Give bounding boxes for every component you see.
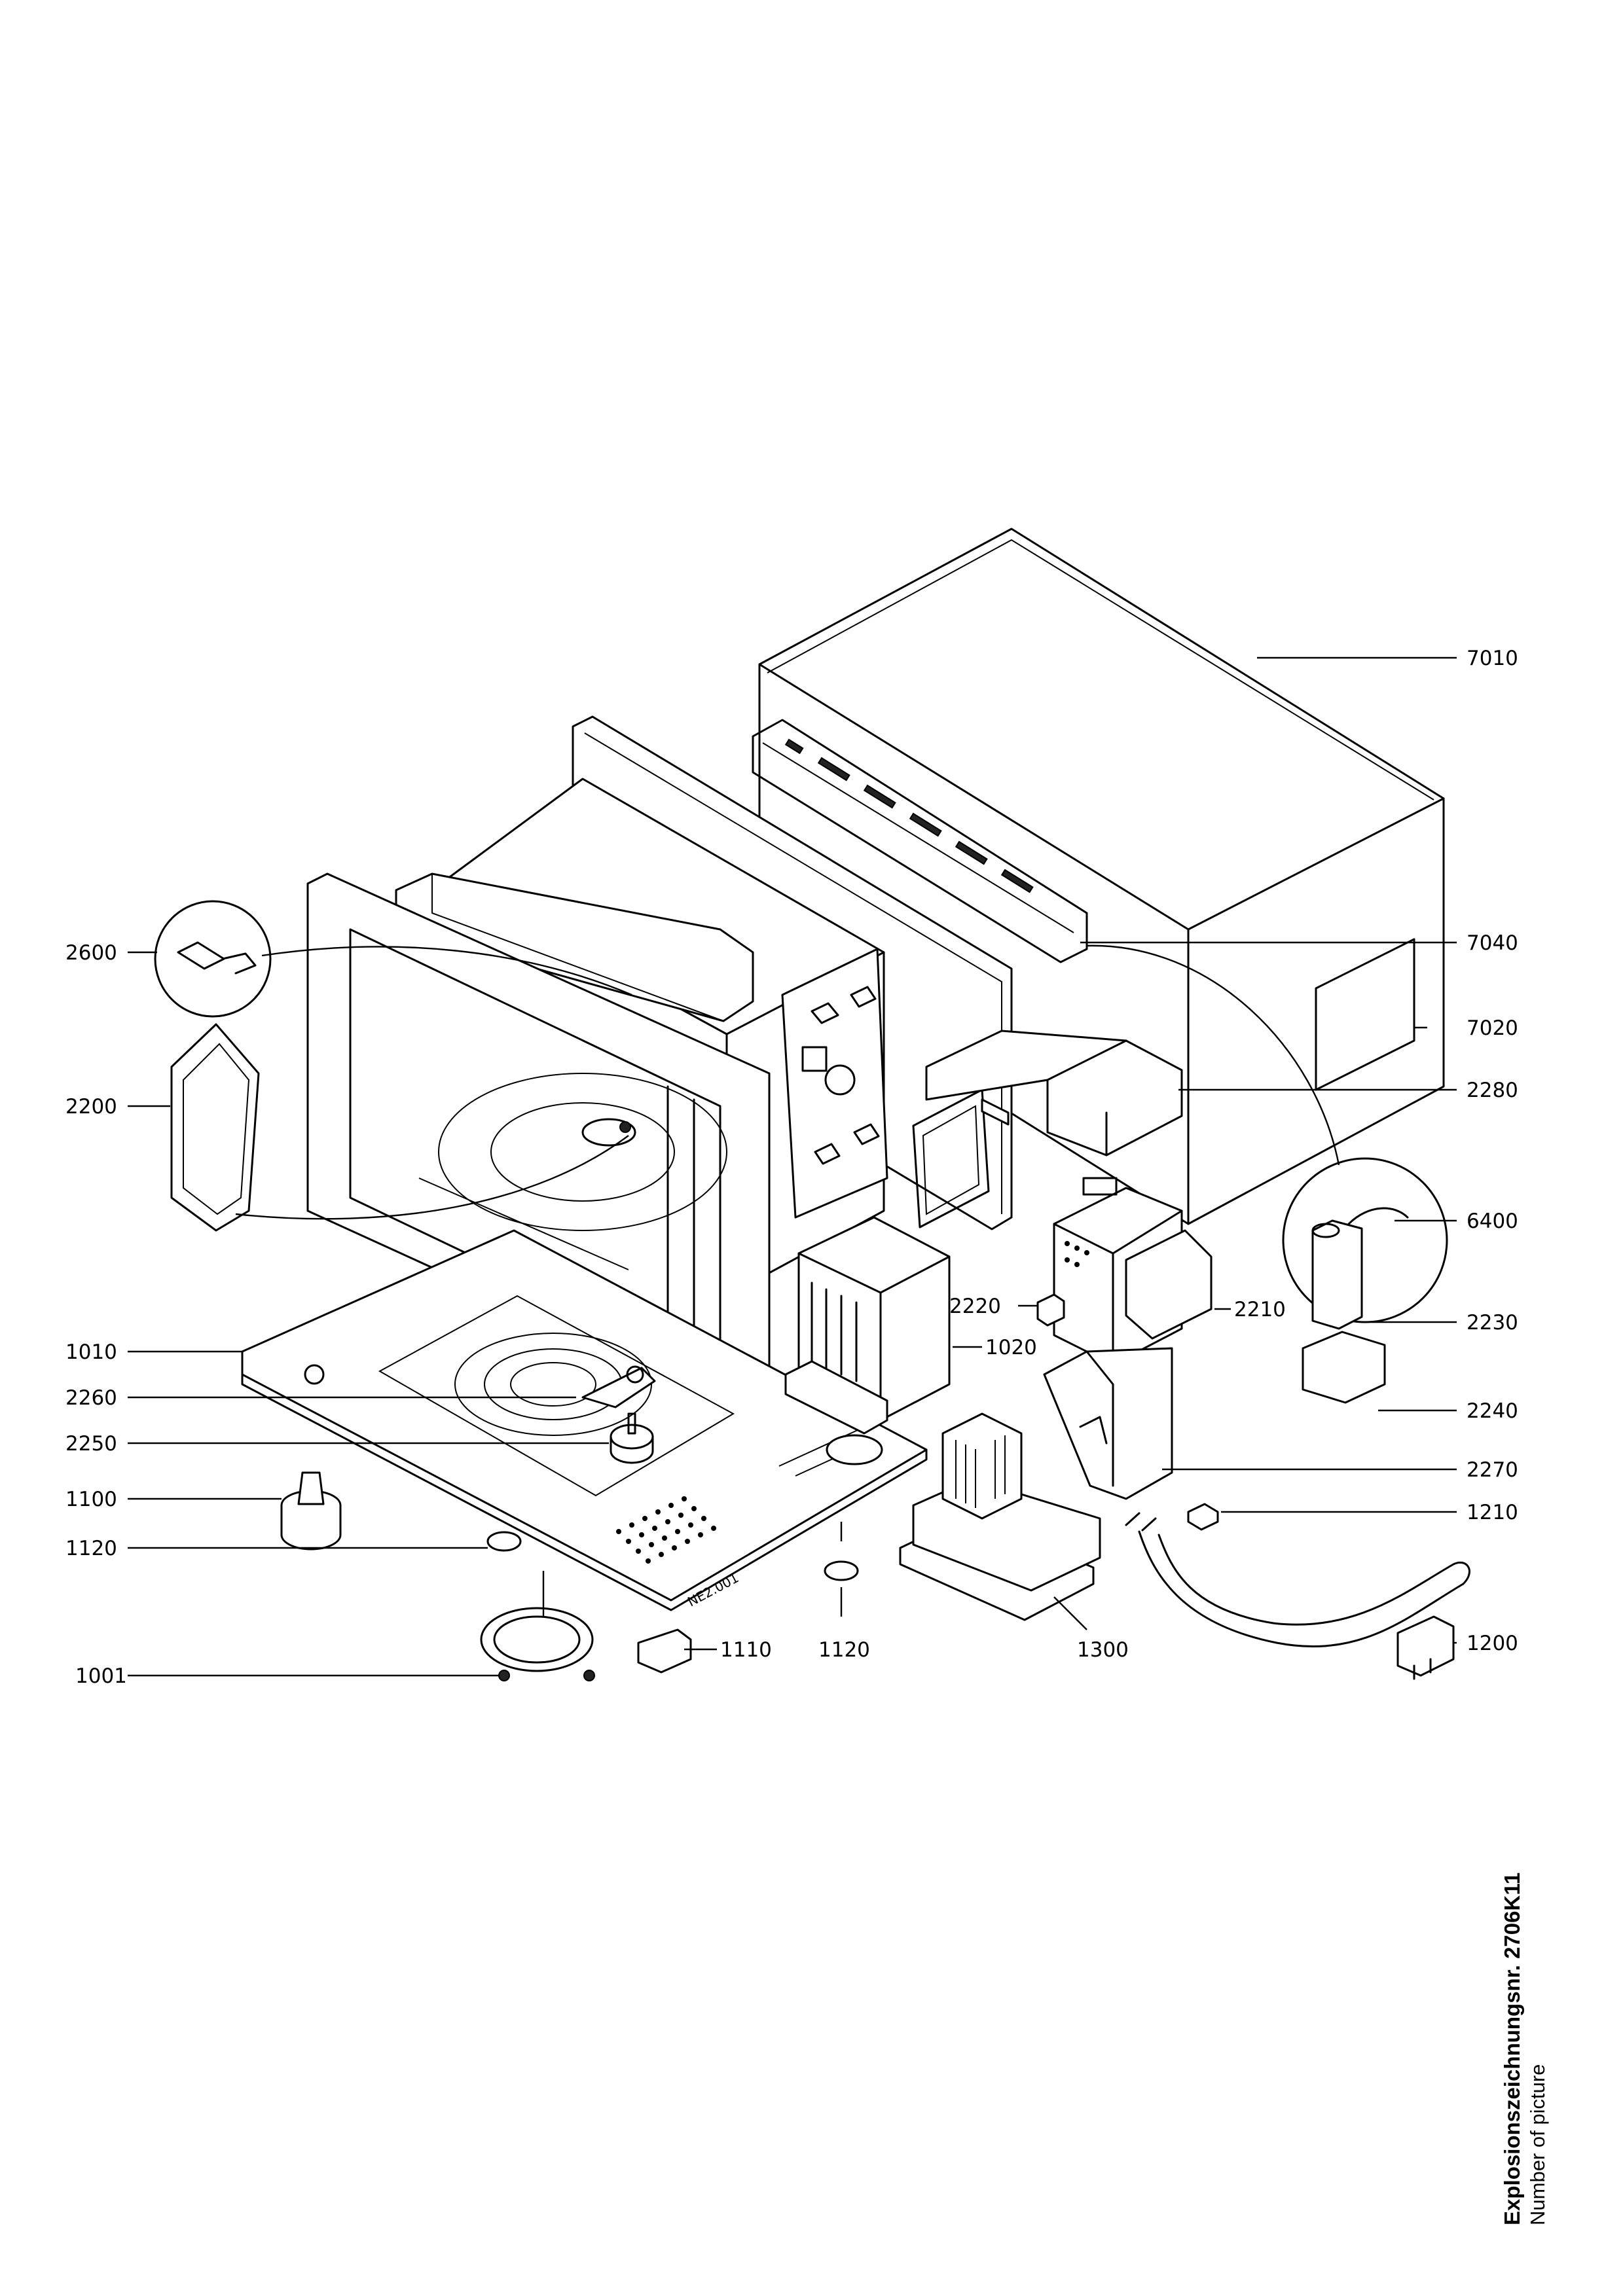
label-7010: 7010 [1467, 647, 1518, 670]
capacitor-detail [1086, 944, 1448, 1404]
label-2210: 2210 [1234, 1298, 1286, 1321]
drawing-caption: Explosionszeichnungsnr. 2706K11 Number o… [1499, 1571, 1558, 2225]
label-1120-right: 1120 [818, 1638, 870, 1662]
label-7020: 7020 [1467, 1016, 1518, 1040]
door-plate [170, 1023, 629, 1232]
oven-cavity [306, 715, 1013, 1414]
drawing-number: Explosionszeichnungsnr. 2706K11 [1500, 1872, 1524, 2225]
label-1100: 1100 [65, 1488, 117, 1511]
fan-duct [1043, 1347, 1173, 1500]
clip-part [1187, 1503, 1219, 1531]
lamp-detail [154, 900, 632, 1018]
label-1020: 1020 [985, 1336, 1037, 1359]
label-1200: 1200 [1467, 1632, 1518, 1655]
label-2200: 2200 [65, 1095, 117, 1119]
label-2230: 2230 [1467, 1311, 1518, 1335]
label-2260: 2260 [65, 1386, 117, 1410]
label-1120-left: 1120 [65, 1537, 117, 1560]
magnetron [1053, 1177, 1213, 1366]
part-labels: 7010 7040 7020 2280 6400 2230 2240 2210 … [65, 647, 1518, 1688]
label-2270: 2270 [1467, 1458, 1518, 1482]
power-cord [1125, 1512, 1470, 1680]
label-1010: 1010 [65, 1340, 117, 1364]
drawing-subtitle: Number of picture [1526, 2064, 1549, 2225]
label-1001: 1001 [75, 1664, 127, 1688]
label-2220: 2220 [949, 1295, 1001, 1318]
label-1210: 1210 [1467, 1501, 1518, 1524]
fan-motor [899, 1412, 1101, 1621]
small-parts [280, 1365, 859, 1681]
label-2240: 2240 [1467, 1399, 1518, 1423]
label-7040: 7040 [1467, 931, 1518, 955]
label-2280: 2280 [1467, 1079, 1518, 1102]
leader-lines [128, 656, 1457, 1677]
label-1300: 1300 [1077, 1638, 1129, 1662]
label-1110: 1110 [720, 1638, 772, 1662]
switch-part [1036, 1293, 1065, 1327]
label-6400: 6400 [1467, 1210, 1518, 1233]
label-2250: 2250 [65, 1432, 117, 1456]
air-guide [925, 1030, 1183, 1157]
hv-transformer [784, 1216, 951, 1435]
label-2600: 2600 [65, 941, 117, 965]
